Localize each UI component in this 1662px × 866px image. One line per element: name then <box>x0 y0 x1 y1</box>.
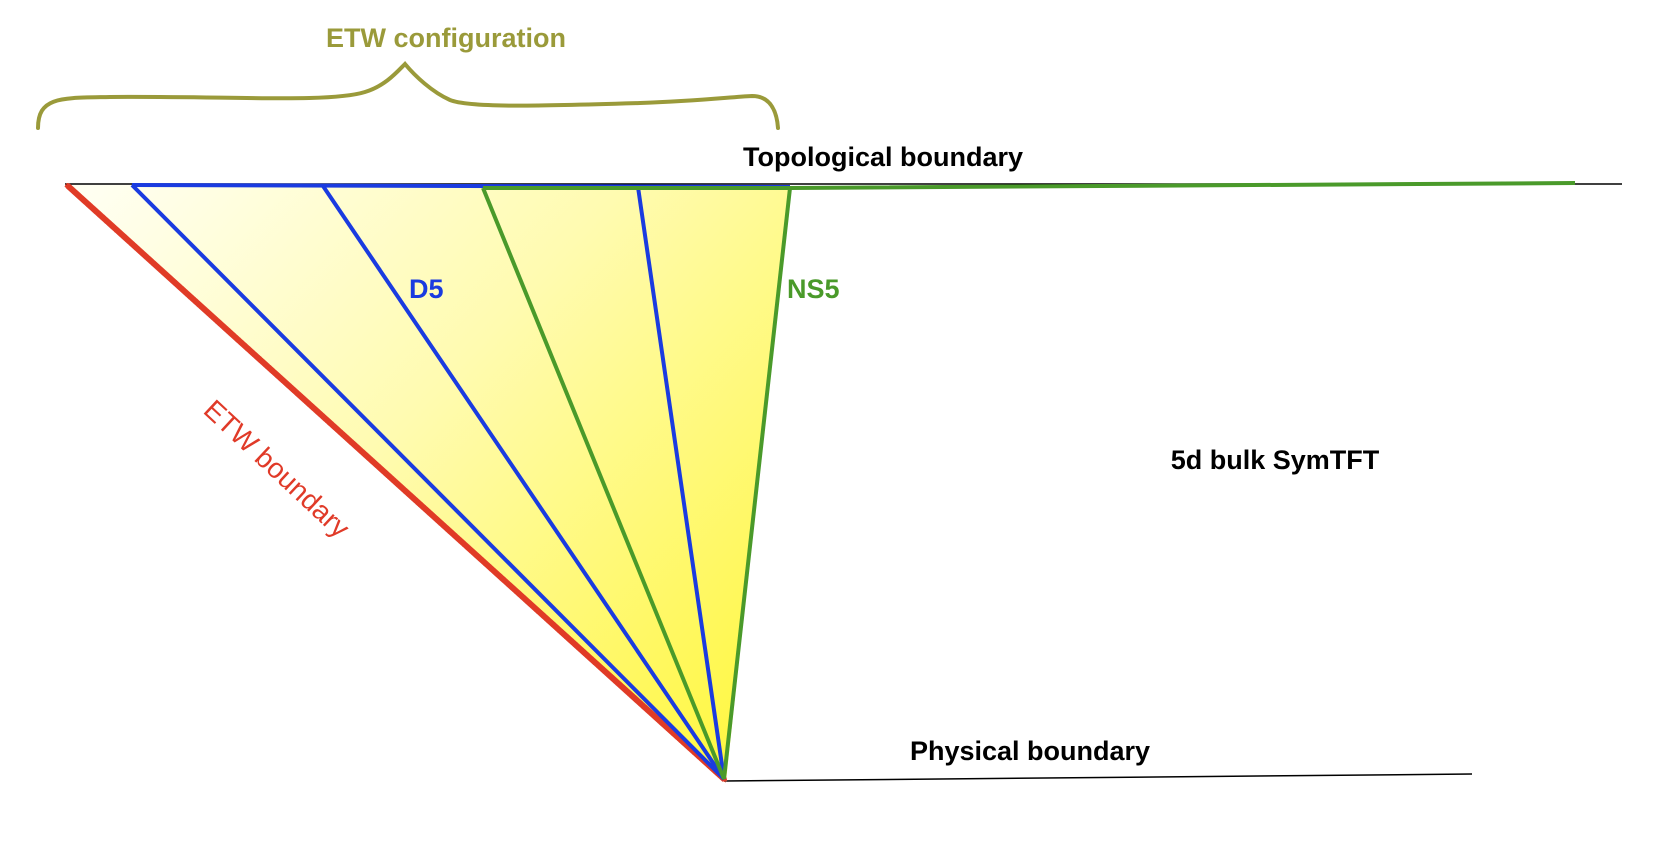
ns5-brane-1 <box>481 187 726 780</box>
physical-boundary-line <box>723 773 1473 782</box>
ns5-label: NS5 <box>787 274 840 304</box>
d5-label: D5 <box>409 274 444 304</box>
d5-brane-2 <box>321 184 726 781</box>
d5-brane-3 <box>636 186 726 780</box>
d5-brane-1 <box>130 183 726 781</box>
physical-boundary-label: Physical boundary <box>910 736 1150 766</box>
etw-configuration-label: ETW configuration <box>326 23 566 53</box>
etw-boundary-line <box>65 183 727 782</box>
etw-configuration-brace <box>36 61 780 130</box>
topological-boundary-label: Topological boundary <box>743 142 1023 172</box>
bulk-symtft-label: 5d bulk SymTFT <box>1171 445 1380 475</box>
ns5-brane-2 <box>722 187 792 780</box>
